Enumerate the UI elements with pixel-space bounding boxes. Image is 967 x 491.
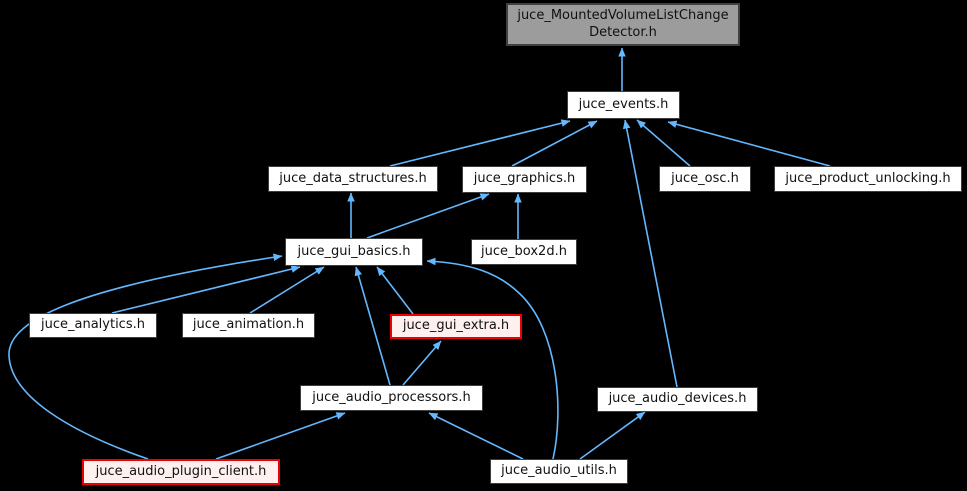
edge-audio_plugin_client-to-audio_processors bbox=[215, 412, 346, 460]
edge-data_structures-to-events bbox=[389, 119, 571, 167]
graph-node-label: juce_events.h bbox=[578, 96, 669, 112]
graph-node-analytics[interactable]: juce_analytics.h bbox=[29, 313, 157, 338]
graph-node-events[interactable]: juce_events.h bbox=[567, 91, 680, 119]
graph-node-gui_extra[interactable]: juce_gui_extra.h bbox=[390, 314, 522, 339]
graph-node-label: juce_animation.h bbox=[192, 317, 305, 333]
graph-node-osc[interactable]: juce_osc.h bbox=[659, 166, 751, 192]
graph-node-audio_processors[interactable]: juce_audio_processors.h bbox=[300, 385, 483, 411]
graph-node-label: juce_box2d.h bbox=[481, 243, 567, 259]
graph-node-label: juce_audio_processors.h bbox=[312, 389, 471, 405]
edge-audio_utils-to-audio_devices bbox=[579, 411, 646, 460]
graph-node-label: juce_data_structures.h bbox=[279, 170, 427, 186]
edge-audio_plugin_client-to-gui_basics bbox=[8, 253, 283, 460]
graph-node-label: juce_audio_plugin_client.h bbox=[95, 463, 267, 479]
edge-audio_processors-to-gui_basics bbox=[354, 266, 391, 386]
graph-node-gui_basics[interactable]: juce_gui_basics.h bbox=[285, 238, 423, 266]
edge-animation-to-gui_basics bbox=[249, 266, 325, 314]
graph-node-label: juce_audio_devices.h bbox=[608, 391, 747, 407]
edge-gui_extra-to-gui_basics bbox=[376, 266, 414, 315]
edge-product_unlocking-to-events bbox=[667, 120, 831, 167]
graph-node-audio_devices[interactable]: juce_audio_devices.h bbox=[597, 387, 758, 412]
edge-audio_utils-to-gui_basics bbox=[426, 257, 559, 460]
edge-audio_utils-to-audio_processors bbox=[428, 412, 524, 460]
graph-node-label: juce_gui_basics.h bbox=[297, 243, 411, 259]
graph-node-label: juce_gui_extra.h bbox=[402, 318, 510, 334]
edge-gui_basics-to-graphics bbox=[366, 193, 490, 239]
graph-node-label: juce_osc.h bbox=[671, 170, 739, 186]
graph-node-graphics[interactable]: juce_graphics.h bbox=[462, 166, 587, 193]
graph-node-animation[interactable]: juce_animation.h bbox=[182, 313, 315, 338]
edge-graphics-to-events bbox=[511, 120, 598, 167]
graph-node-label-line: juce_MountedVolumeListChange bbox=[517, 8, 729, 24]
graph-node-box2d[interactable]: juce_box2d.h bbox=[471, 239, 577, 265]
edge-audio_devices-to-events bbox=[622, 119, 678, 388]
graph-node-label: juce_analytics.h bbox=[41, 317, 145, 333]
graph-node-product_unlocking[interactable]: juce_product_unlocking.h bbox=[774, 166, 962, 192]
graph-node-label: juce_graphics.h bbox=[473, 171, 576, 187]
graph-node-label-line: Detector.h bbox=[589, 24, 657, 40]
graph-node-audio_utils[interactable]: juce_audio_utils.h bbox=[490, 459, 628, 484]
graph-node-data_structures[interactable]: juce_data_structures.h bbox=[268, 166, 438, 192]
edge-analytics-to-gui_basics bbox=[111, 265, 301, 314]
graph-node-label: juce_audio_utils.h bbox=[501, 463, 617, 479]
graph-node-audio_plugin_client[interactable]: juce_audio_plugin_client.h bbox=[82, 459, 280, 485]
edge-audio_processors-to-gui_extra bbox=[402, 340, 442, 386]
graph-node-label: juce_product_unlocking.h bbox=[785, 170, 951, 186]
edge-osc-to-events bbox=[636, 119, 691, 167]
